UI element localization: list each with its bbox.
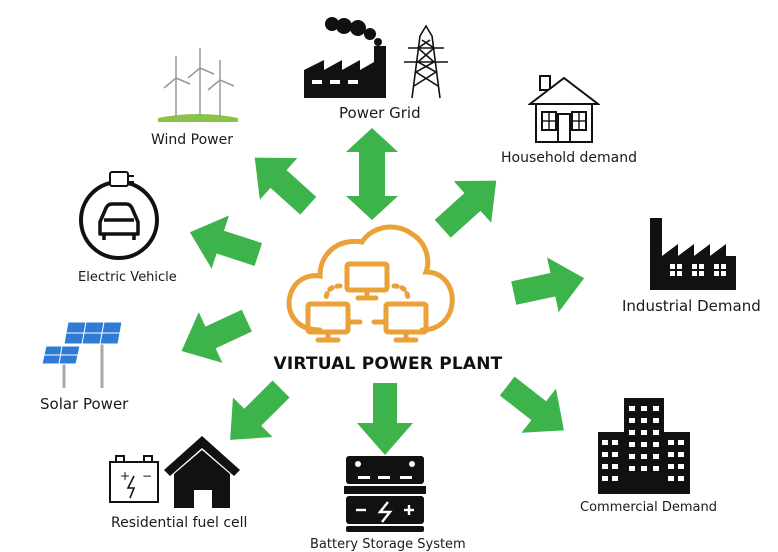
solar-power-arrow [169,295,259,377]
cloud-network-icon [286,224,455,343]
wind-power-label: Wind Power [151,132,233,148]
wind-turbine-icon [158,48,238,122]
battery-storage-label: Battery Storage System [310,537,466,552]
electric-vehicle-label: Electric Vehicle [78,270,177,285]
battery-arrow [357,383,413,455]
household-label: Household demand [501,150,638,166]
svg-text:−: − [142,469,152,483]
industrial-arrow [507,250,590,321]
solar-power-label: Solar Power [40,395,129,413]
house-icon [528,75,600,143]
power-grid-arrow [346,128,398,220]
power-grid-label: Power Grid [339,104,421,122]
electric-car-icon [79,171,159,260]
solar-panel-icon [42,321,123,388]
industrial-factory-icon [650,218,736,290]
commercial-demand-label: Commercial Demand [580,500,718,515]
commercial-buildings-icon [598,398,690,494]
residential-fuel-cell-label: Residential fuel cell [111,515,248,531]
center-title: VIRTUAL POWER PLANT [273,354,503,374]
svg-text:+: + [120,469,130,483]
commercial-arrow [489,364,582,453]
factory-pylon-icon [304,17,448,99]
electric-vehicle-arrow [181,205,267,282]
industrial-demand-label: Industrial Demand [622,297,761,315]
battery-storage-icon [344,456,426,532]
fuel-cell-house-icon: + − [109,436,240,508]
